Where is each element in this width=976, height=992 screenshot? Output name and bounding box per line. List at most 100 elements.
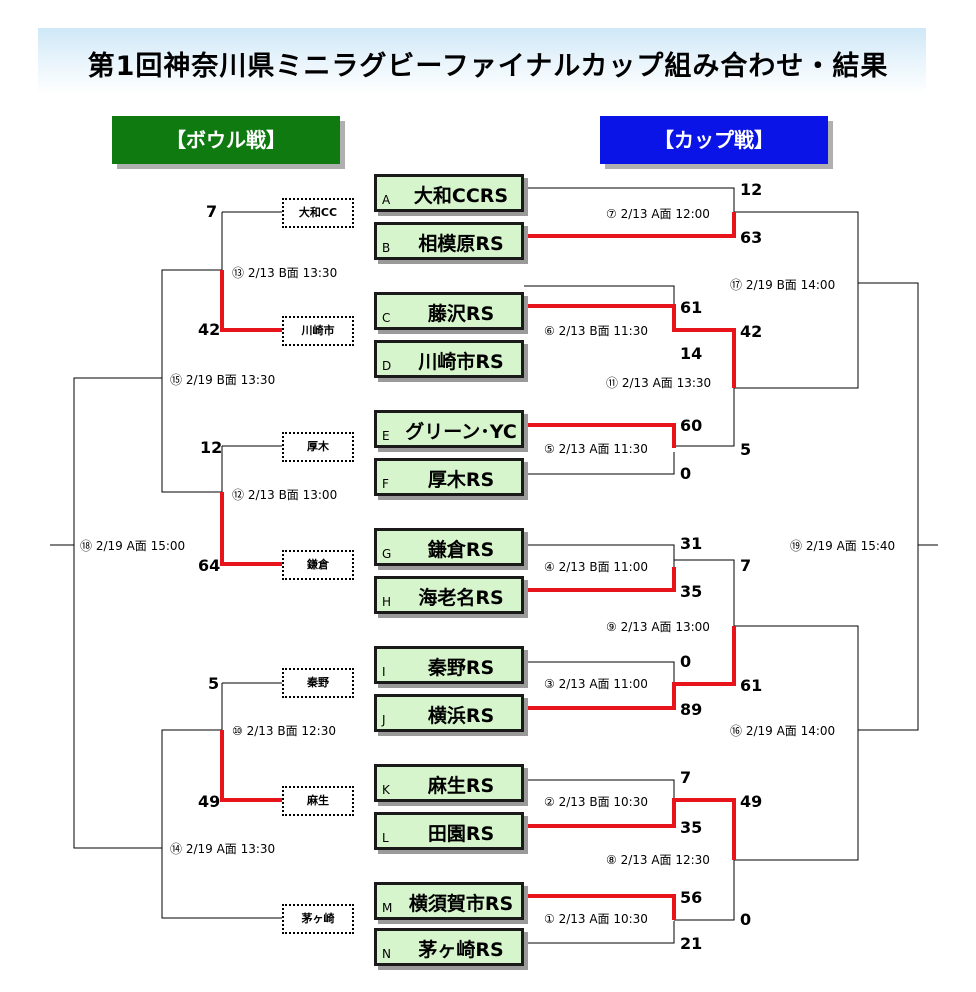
team-name: 横須賀市RS	[408, 893, 514, 915]
bowl-header: 【ボウル戦】	[112, 116, 340, 164]
win-line-bowl-13	[220, 270, 282, 332]
score-r2-5: 49	[740, 792, 763, 811]
team-box: J 横浜RS	[374, 694, 524, 732]
team-box: C 藤沢RS	[374, 292, 524, 330]
line-bowl-18	[73, 377, 162, 849]
team-letter: A	[382, 193, 391, 207]
match-label-1: ① 2/13 A面 10:30	[544, 912, 648, 926]
match-label-19: ⑲ 2/19 A面 15:40	[790, 539, 896, 553]
cup-header: 【カップ戦】	[600, 116, 828, 164]
bowl-slot: 鎌倉	[282, 550, 354, 580]
bowl-slot: 麻生	[282, 786, 354, 816]
title-banner	[38, 28, 926, 94]
score-k: 7	[680, 768, 692, 787]
team-letter: H	[382, 595, 392, 609]
team-name: 海老名RS	[418, 587, 504, 609]
team-name: 大和CCRS	[413, 185, 509, 207]
team-letter: C	[382, 311, 391, 325]
score-j: 89	[680, 700, 703, 719]
win-line-bowl-12	[220, 492, 282, 566]
match-label-4: ④ 2/13 B面 11:00	[544, 560, 648, 574]
win-line-l	[524, 798, 736, 860]
team-name: 厚木RS	[427, 469, 495, 491]
score-r2-4: 61	[740, 676, 763, 695]
win-line-m	[524, 894, 676, 920]
team-name: 秦野RS	[427, 657, 495, 679]
bowl-slot: 厚木	[282, 432, 354, 462]
match-label-3: ③ 2/13 A面 11:00	[544, 677, 648, 691]
team-name: 田園RS	[427, 823, 495, 845]
line-semi-17	[734, 211, 859, 389]
score-l: 35	[680, 818, 703, 837]
score-e: 60	[680, 416, 703, 435]
score-r2-6: 0	[740, 910, 752, 929]
team-box: A 大和CCRS	[374, 174, 524, 212]
line-k	[524, 779, 675, 800]
match-label-2: ② 2/13 B面 10:30	[544, 795, 648, 809]
win-line-j	[524, 626, 736, 710]
team-name: 藤沢RS	[427, 303, 495, 325]
team-letter: B	[382, 241, 391, 255]
team-box: N 茅ヶ崎RS	[374, 928, 524, 966]
team-box: B 相模原RS	[374, 222, 524, 260]
team-letter: L	[382, 831, 389, 845]
team-name: 鎌倉RS	[427, 539, 495, 561]
score-g: 31	[680, 534, 703, 553]
team-letter: M	[382, 901, 393, 915]
match-label-6: ⑥ 2/13 B面 11:30	[544, 324, 648, 338]
match-label-10: ⑩ 2/13 B面 12:30	[232, 724, 336, 738]
line-f	[524, 452, 675, 475]
line-r2-6	[674, 860, 735, 921]
team-letter: G	[382, 547, 392, 561]
team-letter: D	[382, 359, 392, 373]
line-r2-3	[674, 559, 735, 626]
page-title: 第1回神奈川県ミニラグビーファイナルカップ組み合わせ・結果	[87, 51, 889, 82]
line-bowl-15	[161, 269, 222, 493]
bowl-slot: 茅ヶ崎	[282, 904, 354, 934]
score-bowl-1: 7	[206, 202, 218, 221]
team-letter: F	[382, 477, 389, 491]
line-r2-1	[674, 388, 735, 447]
score-b: 63	[740, 228, 763, 247]
match-label-8: ⑧ 2/13 A面 12:30	[606, 853, 710, 867]
score-n: 21	[680, 934, 703, 953]
score-r2-1: 42	[740, 322, 763, 341]
team-name: 川崎市RS	[418, 351, 504, 373]
match-label-15: ⑮ 2/19 B面 13:30	[170, 373, 276, 387]
score-i: 0	[680, 652, 692, 671]
match-label-11: ⑪ 2/13 A面 13:30	[606, 376, 712, 390]
team-box: G 鎌倉RS	[374, 528, 524, 566]
team-box: K 麻生RS	[374, 764, 524, 802]
team-name: 相模原RS	[418, 233, 504, 255]
line-semi-16	[734, 625, 859, 861]
score-h: 35	[680, 582, 703, 601]
score-bowl-6: 49	[198, 792, 221, 811]
score-f: 0	[680, 464, 692, 483]
line-final-19	[858, 282, 919, 731]
team-letter: K	[382, 783, 390, 797]
team-letter: J	[382, 713, 386, 727]
team-letter: N	[382, 947, 391, 961]
team-name: 茅ヶ崎RS	[418, 939, 504, 961]
match-label-13: ⑬ 2/13 B面 13:30	[232, 266, 338, 280]
win-line-h	[524, 567, 676, 592]
line-a	[524, 187, 735, 212]
line-n	[524, 921, 675, 944]
team-name: グリーン･YC	[405, 421, 517, 443]
bowl-slot: 秦野	[282, 668, 354, 698]
match-label-16: ⑯ 2/19 A面 14:00	[730, 724, 836, 738]
line-bowl-14	[161, 729, 282, 919]
win-line-bowl-10	[220, 730, 282, 802]
match-label-5: ⑤ 2/13 A面 11:30	[544, 442, 648, 456]
team-name: 麻生RS	[427, 775, 495, 797]
match-label-18: ⑱ 2/19 A面 15:00	[80, 539, 186, 553]
score-bowl-2: 42	[198, 320, 221, 339]
team-box: M 横須賀市RS	[374, 882, 524, 920]
score-r2-3: 7	[740, 556, 752, 575]
score-bowl-4: 64	[198, 556, 221, 575]
score-d: 14	[680, 344, 703, 363]
team-letter: E	[382, 429, 390, 443]
match-label-17: ⑰ 2/19 B面 14:00	[730, 278, 836, 292]
team-name: 横浜RS	[427, 705, 495, 727]
